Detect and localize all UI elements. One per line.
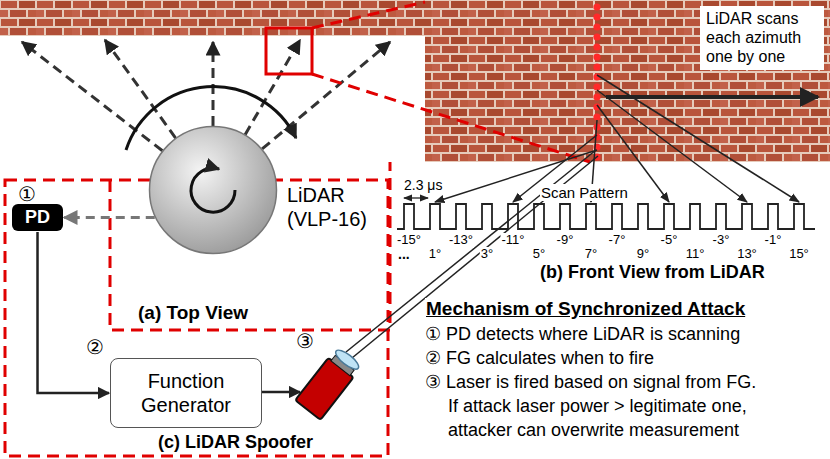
angle-label: -11° (500, 233, 525, 248)
brick-wall (0, 0, 430, 36)
photodiode-box: PD (12, 204, 63, 231)
list-item: If attack laser power > legitimate one, (448, 396, 747, 417)
angle-label: 9° (636, 247, 650, 262)
angle-label: -3° (712, 233, 731, 248)
scan-note-box: LiDAR scans each azimuth one by one (700, 6, 824, 70)
angle-label: -13° (448, 233, 474, 248)
list-item: ③ Laser is fired based on signal from FG… (425, 372, 756, 393)
angle-label: 13° (736, 247, 758, 262)
scan-direction-arrow (606, 95, 818, 99)
angle-label: -5° (660, 233, 679, 248)
callout-number: ① (18, 183, 36, 206)
laser-device (295, 346, 363, 420)
period-label: 2.3 μs (404, 177, 442, 193)
scan-dot (593, 23, 600, 30)
brick-wall-zoom (425, 0, 830, 162)
panel-caption: (b) Front View from LiDAR (540, 262, 765, 283)
callout-number: ③ (296, 330, 314, 353)
angle-label: 7° (584, 247, 598, 262)
trigger-wire (262, 391, 300, 394)
panel-caption: (a) Top View (138, 302, 248, 324)
spin-arrow (191, 168, 235, 212)
scan-dot (593, 53, 600, 60)
lidar-body (148, 125, 278, 255)
scan-pattern-label: Scan Pattern (540, 184, 629, 201)
scan-dot (593, 33, 600, 40)
scan-dot (593, 3, 600, 10)
connector-arrow (64, 216, 155, 219)
angle-label: -1° (764, 233, 783, 248)
angle-label: 5° (532, 247, 546, 262)
scan-dot (593, 13, 600, 20)
list-item: ① PD detects where LiDAR is scanning (425, 324, 740, 345)
zoom-box (266, 28, 312, 74)
scan-dot (593, 43, 600, 50)
list-item: ② FG calculates when to fire (425, 348, 654, 369)
angle-label: -15° (396, 233, 422, 248)
scan-dot (593, 113, 600, 120)
list-item: attacker can overwrite measurement (448, 420, 739, 441)
scan-link-line (597, 75, 799, 202)
dot-to-pulse-lines (435, 75, 799, 202)
angle-label: 11° (685, 247, 706, 262)
angle-label: 15° (788, 247, 810, 262)
scan-dot (593, 83, 600, 90)
angle-label: 3° (480, 247, 494, 262)
list-heading: Mechanism of Synchronized Attack (425, 298, 746, 320)
function-generator-box: Function Generator (110, 358, 262, 428)
angle-label: -7° (608, 233, 627, 248)
scan-dot (593, 93, 600, 100)
node-label: Function Generator (119, 369, 253, 417)
angle-label: -9° (556, 233, 575, 248)
scan-dot (593, 63, 600, 70)
callout-number: ② (86, 336, 104, 359)
connector-arrow (38, 232, 109, 393)
node-label: LiDAR scans each azimuth one by one (706, 9, 818, 67)
node-label: PD (25, 207, 50, 228)
period-dimension (404, 197, 428, 198)
pulse-train (397, 204, 815, 229)
lidar-sensor: LiDAR (VLP-16) (148, 125, 278, 255)
node-label: LiDAR (VLP-16) (287, 183, 379, 231)
panel-caption: (c) LiDAR Spoofer (158, 432, 313, 453)
angle-label: 1° (428, 247, 442, 262)
ellipsis: ... (398, 246, 410, 262)
lidar-circle (150, 127, 277, 254)
